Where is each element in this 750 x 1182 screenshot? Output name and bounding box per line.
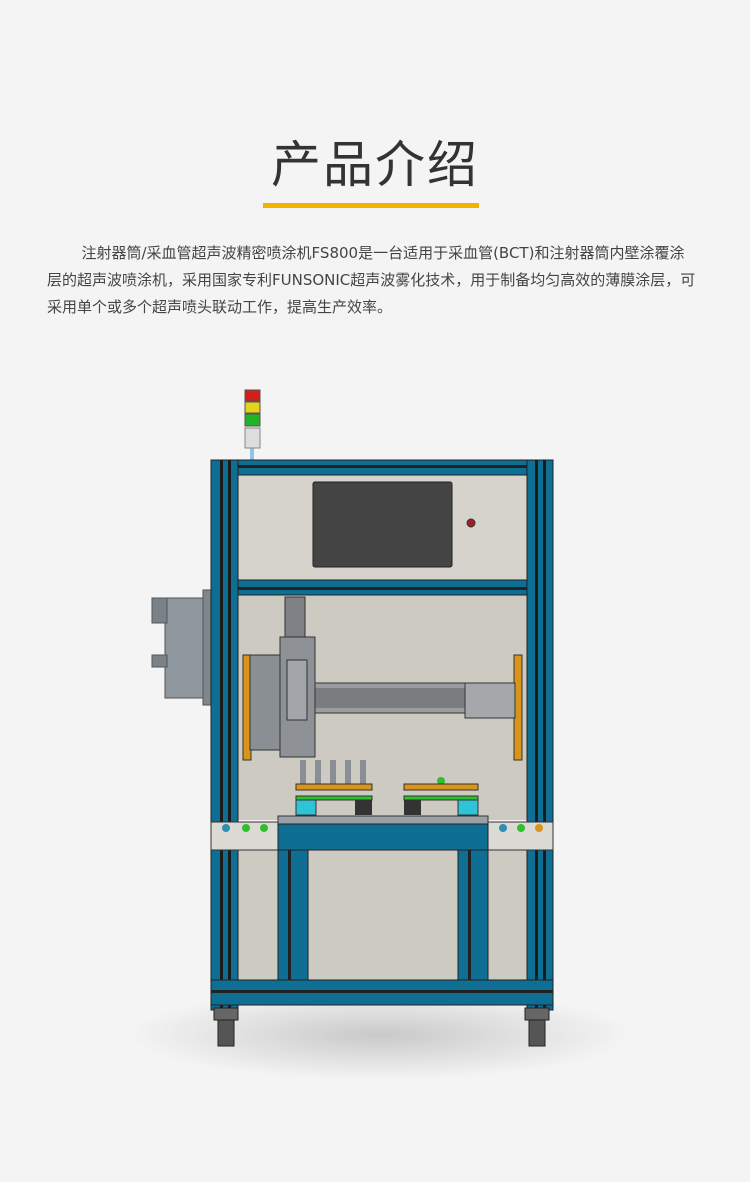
side-box bbox=[151, 589, 213, 706]
touch-screen bbox=[312, 481, 453, 568]
signal-tower-icon bbox=[244, 389, 261, 462]
page-title: 产品介绍 bbox=[271, 136, 479, 194]
gantry-axis bbox=[242, 596, 523, 761]
floor-shadow bbox=[130, 990, 630, 1080]
work-table bbox=[210, 815, 554, 851]
title-underline bbox=[263, 203, 479, 208]
product-description: 注射器筒/采血管超声波精密喷涂机FS800是一台适用于采血管(BCT)和注射器筒… bbox=[47, 244, 696, 316]
workpiece-fixtures bbox=[295, 760, 479, 816]
emergency-stop-icon bbox=[466, 518, 476, 528]
caster-wheels bbox=[213, 1007, 550, 1047]
